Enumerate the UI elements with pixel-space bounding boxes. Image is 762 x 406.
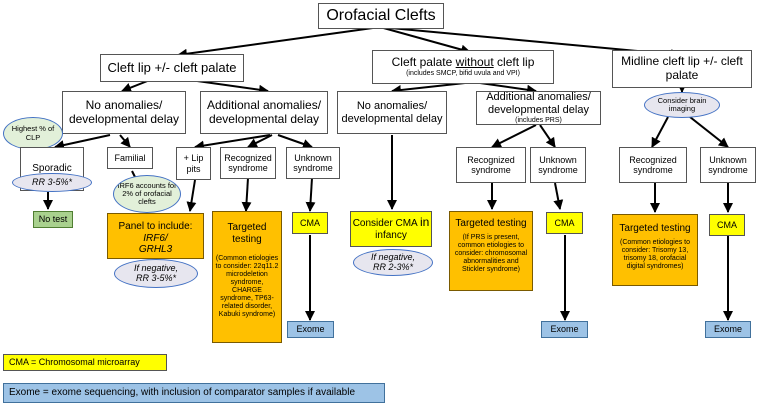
cleft-lip-title: Cleft lip +/- cleft palate <box>107 59 237 75</box>
midline-box: Midline cleft lip +/- cleft palate <box>612 50 752 88</box>
no-test-label: No test <box>38 214 68 225</box>
clp-targeted-testing-box: Targeted testing (Common etiologies to c… <box>212 211 282 343</box>
clp-recognized-box: Recognized syndrome <box>220 147 276 179</box>
cleft-palate-title-underline: without <box>455 55 494 70</box>
clp-additional-anomalies-box: Additional anomalies/ developmental dela… <box>200 91 328 134</box>
clp-no-anomalies-box: No anomalies/ developmental delay <box>62 91 186 134</box>
clp-no-anomalies-label: No anomalies/ developmental delay <box>68 97 180 126</box>
highest-clp-oval: Highest % of CLP <box>3 117 63 150</box>
panel-negative-oval: If negative, RR 3-5%* <box>114 259 198 288</box>
mid-exome-box: Exome <box>705 321 751 338</box>
panel-box: Panel to include: IRF6/ GRHL3 <box>107 213 204 259</box>
no-test-box: No test <box>33 211 73 228</box>
clp-additional-anomalies-label: Additional anomalies/ developmental dela… <box>206 97 322 126</box>
panel-title: Panel to include: <box>118 221 193 232</box>
cleft-palate-box: Cleft palate without cleft lip (includes… <box>372 50 554 84</box>
cleft-lip-box: Cleft lip +/- cleft palate <box>100 54 244 82</box>
clp-cma-box: CMA <box>292 212 328 234</box>
legend-exome: Exome = exome sequencing, with inclusion… <box>3 383 385 403</box>
cp-cma-box: CMA <box>546 212 583 234</box>
familial-box: Familial <box>107 147 153 169</box>
root-box: Orofacial Clefts <box>318 3 444 29</box>
clp-targeted-title: Targeted testing <box>227 222 267 245</box>
root-label: Orofacial Clefts <box>326 6 436 24</box>
brain-imaging-oval: Consider brain imaging <box>644 92 720 118</box>
cleft-palate-subtitle: (includes SMCP, bifid uvula and VPI) <box>406 69 520 77</box>
cp-targeted-testing-box: Targeted testing (If PRS is present, com… <box>449 211 533 291</box>
clp-unknown-label: Unknown syndrome <box>293 152 333 173</box>
clp-exome-box: Exome <box>287 321 334 338</box>
legend-exome-label: Exome = exome sequencing, with inclusion… <box>9 387 356 399</box>
familial-label: Familial <box>114 152 146 163</box>
panel-negative-line1: If negative, <box>133 262 179 273</box>
cp-cma-label: CMA <box>554 217 575 228</box>
consider-cma-line1: Consider CMA in <box>352 215 430 230</box>
cp-unknown-box: Unknown syndrome <box>530 147 586 183</box>
cp-negative-line1: If negative, <box>370 251 416 262</box>
irf6-note-oval: IRF6 accounts for 2% of orofacial clefts <box>113 175 181 213</box>
cp-recognized-box: Recognized syndrome <box>456 147 526 183</box>
panel-genes: IRF6/ GRHL3 <box>138 232 173 256</box>
legend-cma: CMA = Chromosomal microarray <box>3 354 167 371</box>
clp-unknown-box: Unknown syndrome <box>286 147 340 179</box>
mid-targeted-title: Targeted testing <box>619 223 691 234</box>
mid-targeted-testing-box: Targeted testing (Common etiologies to c… <box>612 214 698 286</box>
cp-exome-box: Exome <box>541 321 588 338</box>
midline-title: Midline cleft lip +/- cleft palate <box>621 54 743 82</box>
cp-additional-anomalies-label: Additional anomalies/ developmental dela… <box>486 91 591 116</box>
clp-targeted-detail: (Common etiologies to consider: 22q11.2 … <box>215 255 279 319</box>
cp-negative-line2: RR 2-3%* <box>372 261 413 272</box>
highest-clp-label: Highest % of CLP <box>11 124 55 142</box>
cp-additional-anomalies-sub: (includes PRS) <box>515 116 562 124</box>
panel-negative-line2: RR 3-5%* <box>135 272 176 283</box>
cleft-palate-title: Cleft palate without cleft lip <box>391 55 535 70</box>
legend-cma-label: CMA = Chromosomal microarray <box>9 357 140 368</box>
mid-recognized-label: Recognized syndrome <box>629 154 677 175</box>
mid-unknown-label: Unknown syndrome <box>708 154 748 175</box>
cp-no-anomalies-box: No anomalies/ developmental delay <box>337 91 447 134</box>
sporadic-rr-label: RR 3-5%* <box>31 176 72 187</box>
mid-cma-box: CMA <box>709 214 745 236</box>
sporadic-label: Sporadic <box>32 163 72 175</box>
cp-targeted-title: Targeted testing <box>455 218 527 229</box>
lip-pits-box: + Lip pits <box>176 147 211 180</box>
lip-pits-label: + Lip pits <box>183 153 204 174</box>
clp-exome-label: Exome <box>296 324 325 335</box>
clp-recognized-label: Recognized syndrome <box>224 152 272 173</box>
cp-unknown-label: Unknown syndrome <box>538 154 578 175</box>
cp-additional-anomalies-box: Additional anomalies/ developmental dela… <box>476 91 601 125</box>
mid-recognized-box: Recognized syndrome <box>619 147 687 183</box>
irf6-note-label: IRF6 accounts for 2% of orofacial clefts <box>117 180 177 207</box>
consider-cma-box: Consider CMA in infancy <box>350 211 432 247</box>
cp-recognized-label: Recognized syndrome <box>467 154 515 175</box>
cp-exome-label: Exome <box>550 324 579 335</box>
sporadic-rr-oval: RR 3-5%* <box>12 173 92 192</box>
cp-no-anomalies-label: No anomalies/ developmental delay <box>341 99 443 125</box>
clp-cma-label: CMA <box>300 217 320 228</box>
mid-cma-label: CMA <box>717 219 737 230</box>
brain-imaging-label: Consider brain imaging <box>657 95 707 113</box>
consider-cma-line2: infancy <box>375 230 407 242</box>
mid-targeted-detail: (Common etiologies to consider: Trisomy … <box>619 238 691 270</box>
mid-exome-label: Exome <box>713 324 742 335</box>
cp-targeted-detail: (If PRS is present, common etiologies to… <box>454 233 528 273</box>
mid-unknown-box: Unknown syndrome <box>700 147 756 183</box>
cp-negative-oval: If negative, RR 2-3%* <box>353 249 433 276</box>
